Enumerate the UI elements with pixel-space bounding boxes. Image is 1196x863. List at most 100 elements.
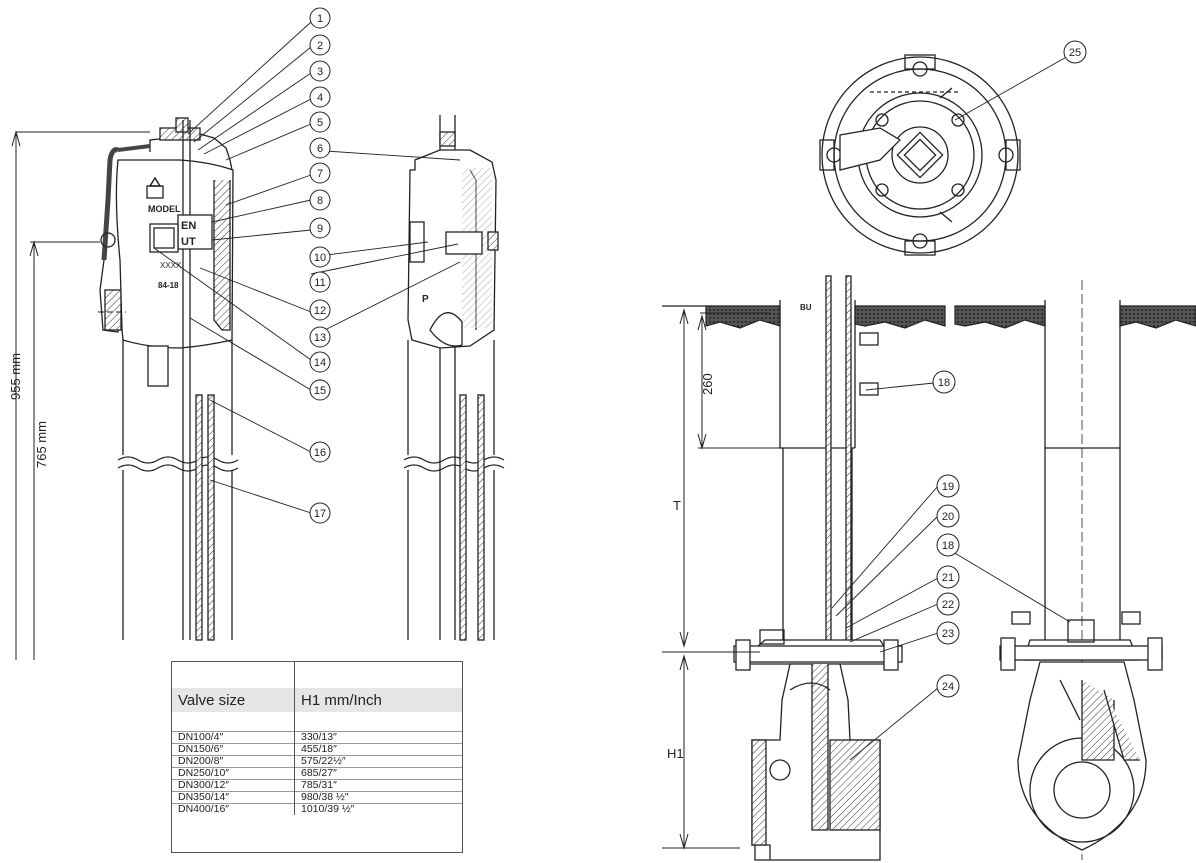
- cell-h1: 455/18″: [294, 743, 462, 756]
- mark-en: EN: [181, 220, 196, 232]
- table-row: DN200/8″ 575/22½″: [172, 755, 462, 768]
- svg-text:25: 25: [1069, 47, 1081, 59]
- svg-text:6: 6: [317, 143, 323, 155]
- cell-h1: 575/22½″: [294, 755, 462, 768]
- table-row: DN300/12″ 785/31″: [172, 779, 462, 792]
- svg-text:21: 21: [942, 572, 954, 584]
- svg-text:13: 13: [314, 332, 326, 344]
- dim-label-T: T: [673, 498, 681, 513]
- svg-text:7: 7: [317, 168, 323, 180]
- svg-text:10: 10: [314, 252, 326, 264]
- callout-leaders: [153, 21, 1071, 761]
- svg-text:17: 17: [314, 508, 326, 520]
- callout-1: 1: [309, 7, 331, 29]
- svg-text:1: 1: [317, 13, 323, 25]
- cap-top-view: [819, 54, 1021, 256]
- table-row: DN400/16″ 1010/39 ½″: [172, 803, 462, 815]
- svg-text:14: 14: [314, 357, 326, 369]
- cell-valve-size: DN300/12″: [172, 779, 295, 792]
- table-row: DN100/4″ 330/13″: [172, 731, 462, 744]
- callout-10: 10: [309, 246, 331, 268]
- svg-text:9: 9: [317, 223, 323, 235]
- cell-valve-size: DN350/14″: [172, 791, 295, 804]
- cell-valve-size: DN150/6″: [172, 743, 295, 756]
- header-valve-size: Valve size: [172, 688, 295, 712]
- callout-17: 17: [309, 502, 331, 524]
- callout-9: 9: [309, 217, 331, 239]
- header-h1: H1 mm/Inch: [294, 688, 462, 712]
- cell-valve-size: DN250/10″: [172, 767, 295, 780]
- callout-18-lower: 18: [936, 533, 960, 557]
- callout-13: 13: [309, 326, 331, 348]
- svg-text:12: 12: [314, 305, 326, 317]
- callout-5: 5: [309, 111, 331, 133]
- table-row: DN250/10″ 685/27″: [172, 767, 462, 780]
- dim-T: [662, 308, 760, 653]
- mark-ut: UT: [181, 236, 196, 248]
- valve-size-table: Valve size H1 mm/Inch DN100/4″ 330/13″ D…: [171, 661, 463, 853]
- dim-260: [697, 312, 780, 450]
- callout-2: 2: [309, 34, 331, 56]
- callout-21: 21: [936, 565, 960, 589]
- cell-valve-size: DN200/8″: [172, 755, 295, 768]
- svg-text:15: 15: [314, 385, 326, 397]
- svg-text:4: 4: [317, 92, 323, 104]
- svg-text:24: 24: [942, 681, 954, 693]
- cell-h1: 1010/39 ½″: [294, 803, 462, 815]
- svg-text:18: 18: [942, 540, 954, 552]
- svg-text:2: 2: [317, 40, 323, 52]
- head-side-view: [403, 115, 505, 641]
- svg-text:8: 8: [317, 195, 323, 207]
- callout-7: 7: [309, 162, 331, 184]
- mark-code1: XXXX: [160, 261, 182, 270]
- svg-text:11: 11: [314, 277, 325, 289]
- dim-765: [29, 240, 100, 660]
- mark-model: MODEL: [148, 204, 181, 214]
- callout-4: 4: [309, 86, 331, 108]
- table-row: DN150/6″ 455/18″: [172, 743, 462, 756]
- mark-p: P: [422, 294, 429, 305]
- ground-surface: [662, 305, 1196, 329]
- callout-19: 19: [936, 474, 960, 498]
- svg-text:5: 5: [317, 117, 323, 129]
- dim-H1: [662, 654, 740, 850]
- callout-18-upper: 18: [932, 370, 956, 394]
- callout-3: 3: [309, 60, 331, 82]
- callout-6: 6: [309, 137, 331, 159]
- callout-22: 22: [936, 592, 960, 616]
- dim-label-955: 955 mm: [8, 353, 23, 400]
- callout-20: 20: [936, 504, 960, 528]
- mark-code2: 84-18: [158, 281, 179, 290]
- dim-label-H1: H1: [667, 746, 684, 761]
- dim-label-765: 765 mm: [34, 421, 49, 468]
- cell-valve-size: DN100/4″: [172, 731, 295, 744]
- assembly-front: [733, 275, 903, 861]
- callout-15: 15: [309, 379, 331, 401]
- mark-bu: BU: [800, 303, 812, 312]
- callout-23: 23: [936, 621, 960, 645]
- callout-24: 24: [936, 674, 960, 698]
- svg-text:3: 3: [317, 66, 323, 78]
- callout-12: 12: [309, 299, 331, 321]
- cell-valve-size: DN400/16″: [172, 803, 295, 815]
- assembly-side: [999, 280, 1163, 860]
- callout-8: 8: [309, 189, 331, 211]
- cell-h1: 685/27″: [294, 767, 462, 780]
- table-header-row: Valve size H1 mm/Inch: [172, 688, 462, 712]
- svg-text:19: 19: [942, 481, 954, 493]
- callout-14: 14: [309, 351, 331, 373]
- head-front-view: [99, 117, 239, 641]
- svg-text:23: 23: [942, 628, 954, 640]
- callout-25: 25: [1063, 40, 1087, 64]
- callout-16: 16: [309, 441, 331, 463]
- dim-955: [11, 130, 150, 660]
- callout-11: 11: [309, 271, 331, 293]
- cell-h1: 785/31″: [294, 779, 462, 792]
- svg-text:16: 16: [314, 447, 326, 459]
- svg-text:20: 20: [942, 511, 954, 523]
- svg-text:22: 22: [942, 599, 954, 611]
- table-row: DN350/14″ 980/38 ½″: [172, 791, 462, 804]
- callouts: 1 2 3 4 5 6 7 8 9 10 11 12 13 14 15 16 1…: [309, 7, 1087, 698]
- svg-text:18: 18: [938, 377, 950, 389]
